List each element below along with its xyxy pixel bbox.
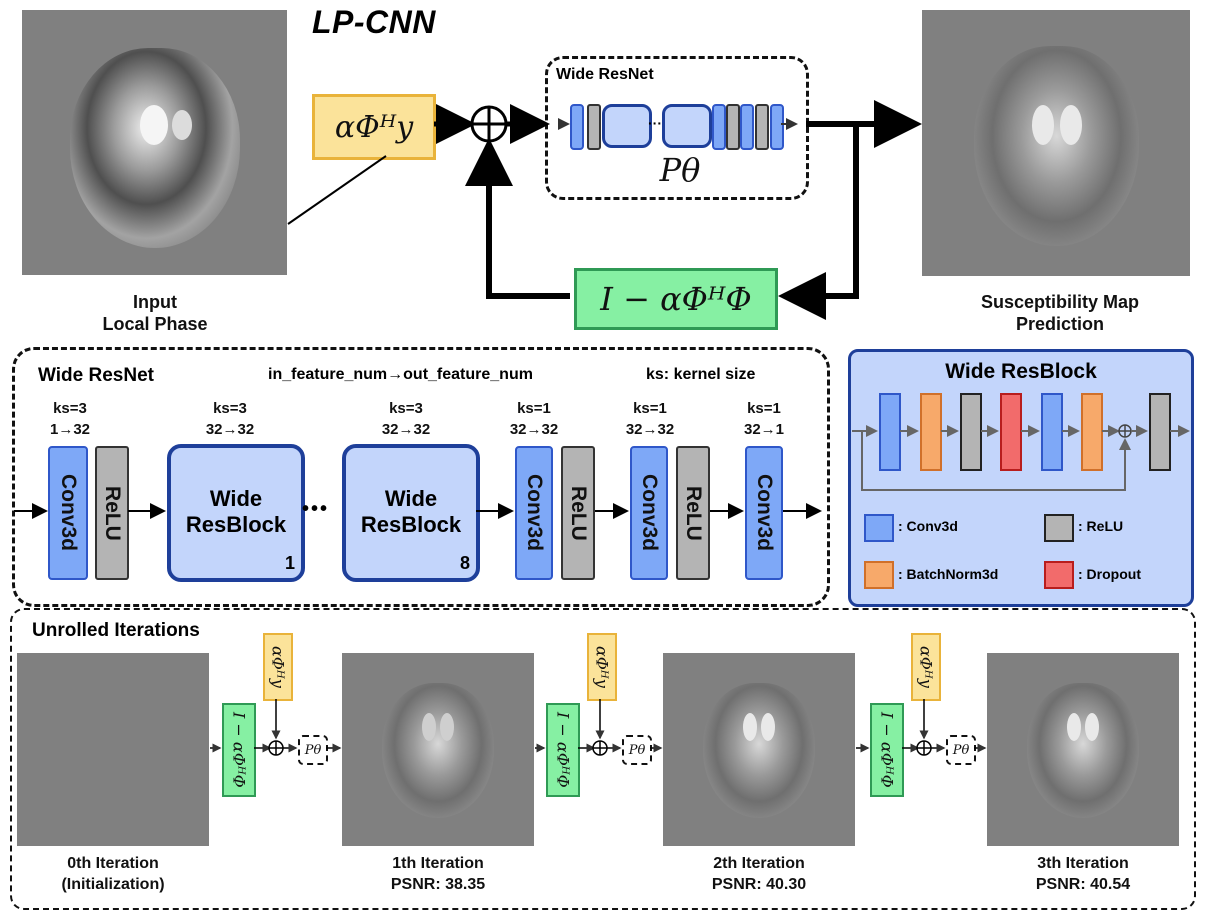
legend-relu-swatch	[1044, 514, 1074, 542]
relu-block-3: ReLU	[676, 446, 710, 580]
legend-dropout-label: : Dropout	[1078, 566, 1141, 582]
mini-relu-3	[755, 104, 769, 150]
mini-conv-3	[740, 104, 754, 150]
iteration-1-image	[342, 653, 534, 846]
mini-relu-1	[587, 104, 601, 150]
iter-1-p-theta: Pθ	[298, 735, 328, 765]
wide-resnet-panel	[12, 347, 830, 607]
feature-legend: in_feature_num→out_feature_num	[268, 366, 533, 383]
unrolled-title: Unrolled Iterations	[32, 620, 200, 641]
iter-2-i-minus-box: I − αΦᴴΦ	[546, 703, 580, 797]
iteration-3-image	[987, 653, 1179, 846]
layer-5-ks: ks=1	[633, 400, 667, 417]
legend-relu-label: : ReLU	[1078, 518, 1124, 534]
input-caption: Input Local Phase	[102, 292, 208, 334]
mini-conv-1	[570, 104, 584, 150]
legend-bn-label: : BatchNorm3d	[898, 566, 999, 582]
unrolled-iterations-panel	[10, 608, 1196, 910]
mini-conv-2	[712, 104, 726, 150]
iter-3-alpha-box: αΦᴴy	[911, 633, 941, 701]
iter-2-p-theta: Pθ	[622, 735, 652, 765]
mini-resblock-8	[662, 104, 712, 148]
input-local-phase-image	[22, 10, 287, 275]
conv3d-block-4: Conv3d	[745, 446, 783, 580]
iter-3-i-minus-box: I − αΦᴴΦ	[870, 703, 904, 797]
wide-resblock-title: Wide ResBlock	[945, 360, 1097, 383]
layer-6-ks: ks=1	[747, 400, 781, 417]
susceptibility-map-image	[922, 10, 1190, 276]
conv3d-block-3: Conv3d	[630, 446, 668, 580]
wide-resblock-8: Wide ResBlock 8	[342, 444, 480, 582]
top-p-theta: Pθ	[659, 151, 701, 189]
wide-resnet-title: Wide ResNet	[38, 365, 154, 386]
output-caption: Susceptibility Map Prediction	[980, 292, 1140, 334]
relu-block-2: ReLU	[561, 446, 595, 580]
conv3d-block-2: Conv3d	[515, 446, 553, 580]
mini-conv-4	[770, 104, 784, 150]
layer-4-io: 32→32	[509, 421, 559, 438]
ks-legend: ks: kernel size	[646, 366, 756, 383]
layer-1-io: 1→32	[49, 421, 91, 438]
alpha-phi-h-y-box: αΦᴴy	[312, 94, 436, 160]
wide-resblock-panel	[848, 349, 1194, 607]
iter-3-p-theta: Pθ	[946, 735, 976, 765]
iteration-0-caption: 0th Iteration(Initialization)	[61, 855, 165, 893]
mini-relu-2	[726, 104, 740, 150]
layer-5-io: 32→32	[625, 421, 675, 438]
iteration-2-image	[663, 653, 855, 846]
layer-1-ks: ks=3	[53, 400, 87, 417]
i-minus-alpha-phi-box: I − αΦᴴΦ	[574, 268, 778, 330]
diagram-title: LP-CNN	[312, 4, 436, 40]
svg-text:···: ···	[648, 115, 662, 131]
layer-2-io: 32→32	[205, 421, 255, 438]
layer-6-io: 32→1	[743, 421, 785, 438]
iter-1-i-minus-box: I − αΦᴴΦ	[222, 703, 256, 797]
top-wide-resnet-label: Wide ResNet	[556, 66, 654, 83]
legend-conv-label: : Conv3d	[898, 518, 958, 534]
layer-2-ks: ks=3	[213, 400, 247, 417]
layer-3-ks: ks=3	[389, 400, 423, 417]
layer-4-ks: ks=1	[517, 400, 551, 417]
wide-resblock-1: Wide ResBlock 1	[167, 444, 305, 582]
mini-resblock-1	[602, 104, 652, 148]
iteration-0-image	[17, 653, 209, 846]
iter-2-alpha-box: αΦᴴy	[587, 633, 617, 701]
layer-3-io: 32→32	[381, 421, 431, 438]
resblock-ellipsis: •••	[302, 498, 330, 520]
legend-dropout-swatch	[1044, 561, 1074, 589]
conv3d-block-1: Conv3d	[48, 446, 88, 580]
legend-conv-swatch	[864, 514, 894, 542]
iter-1-alpha-box: αΦᴴy	[263, 633, 293, 701]
relu-block-1: ReLU	[95, 446, 129, 580]
legend-bn-swatch	[864, 561, 894, 589]
